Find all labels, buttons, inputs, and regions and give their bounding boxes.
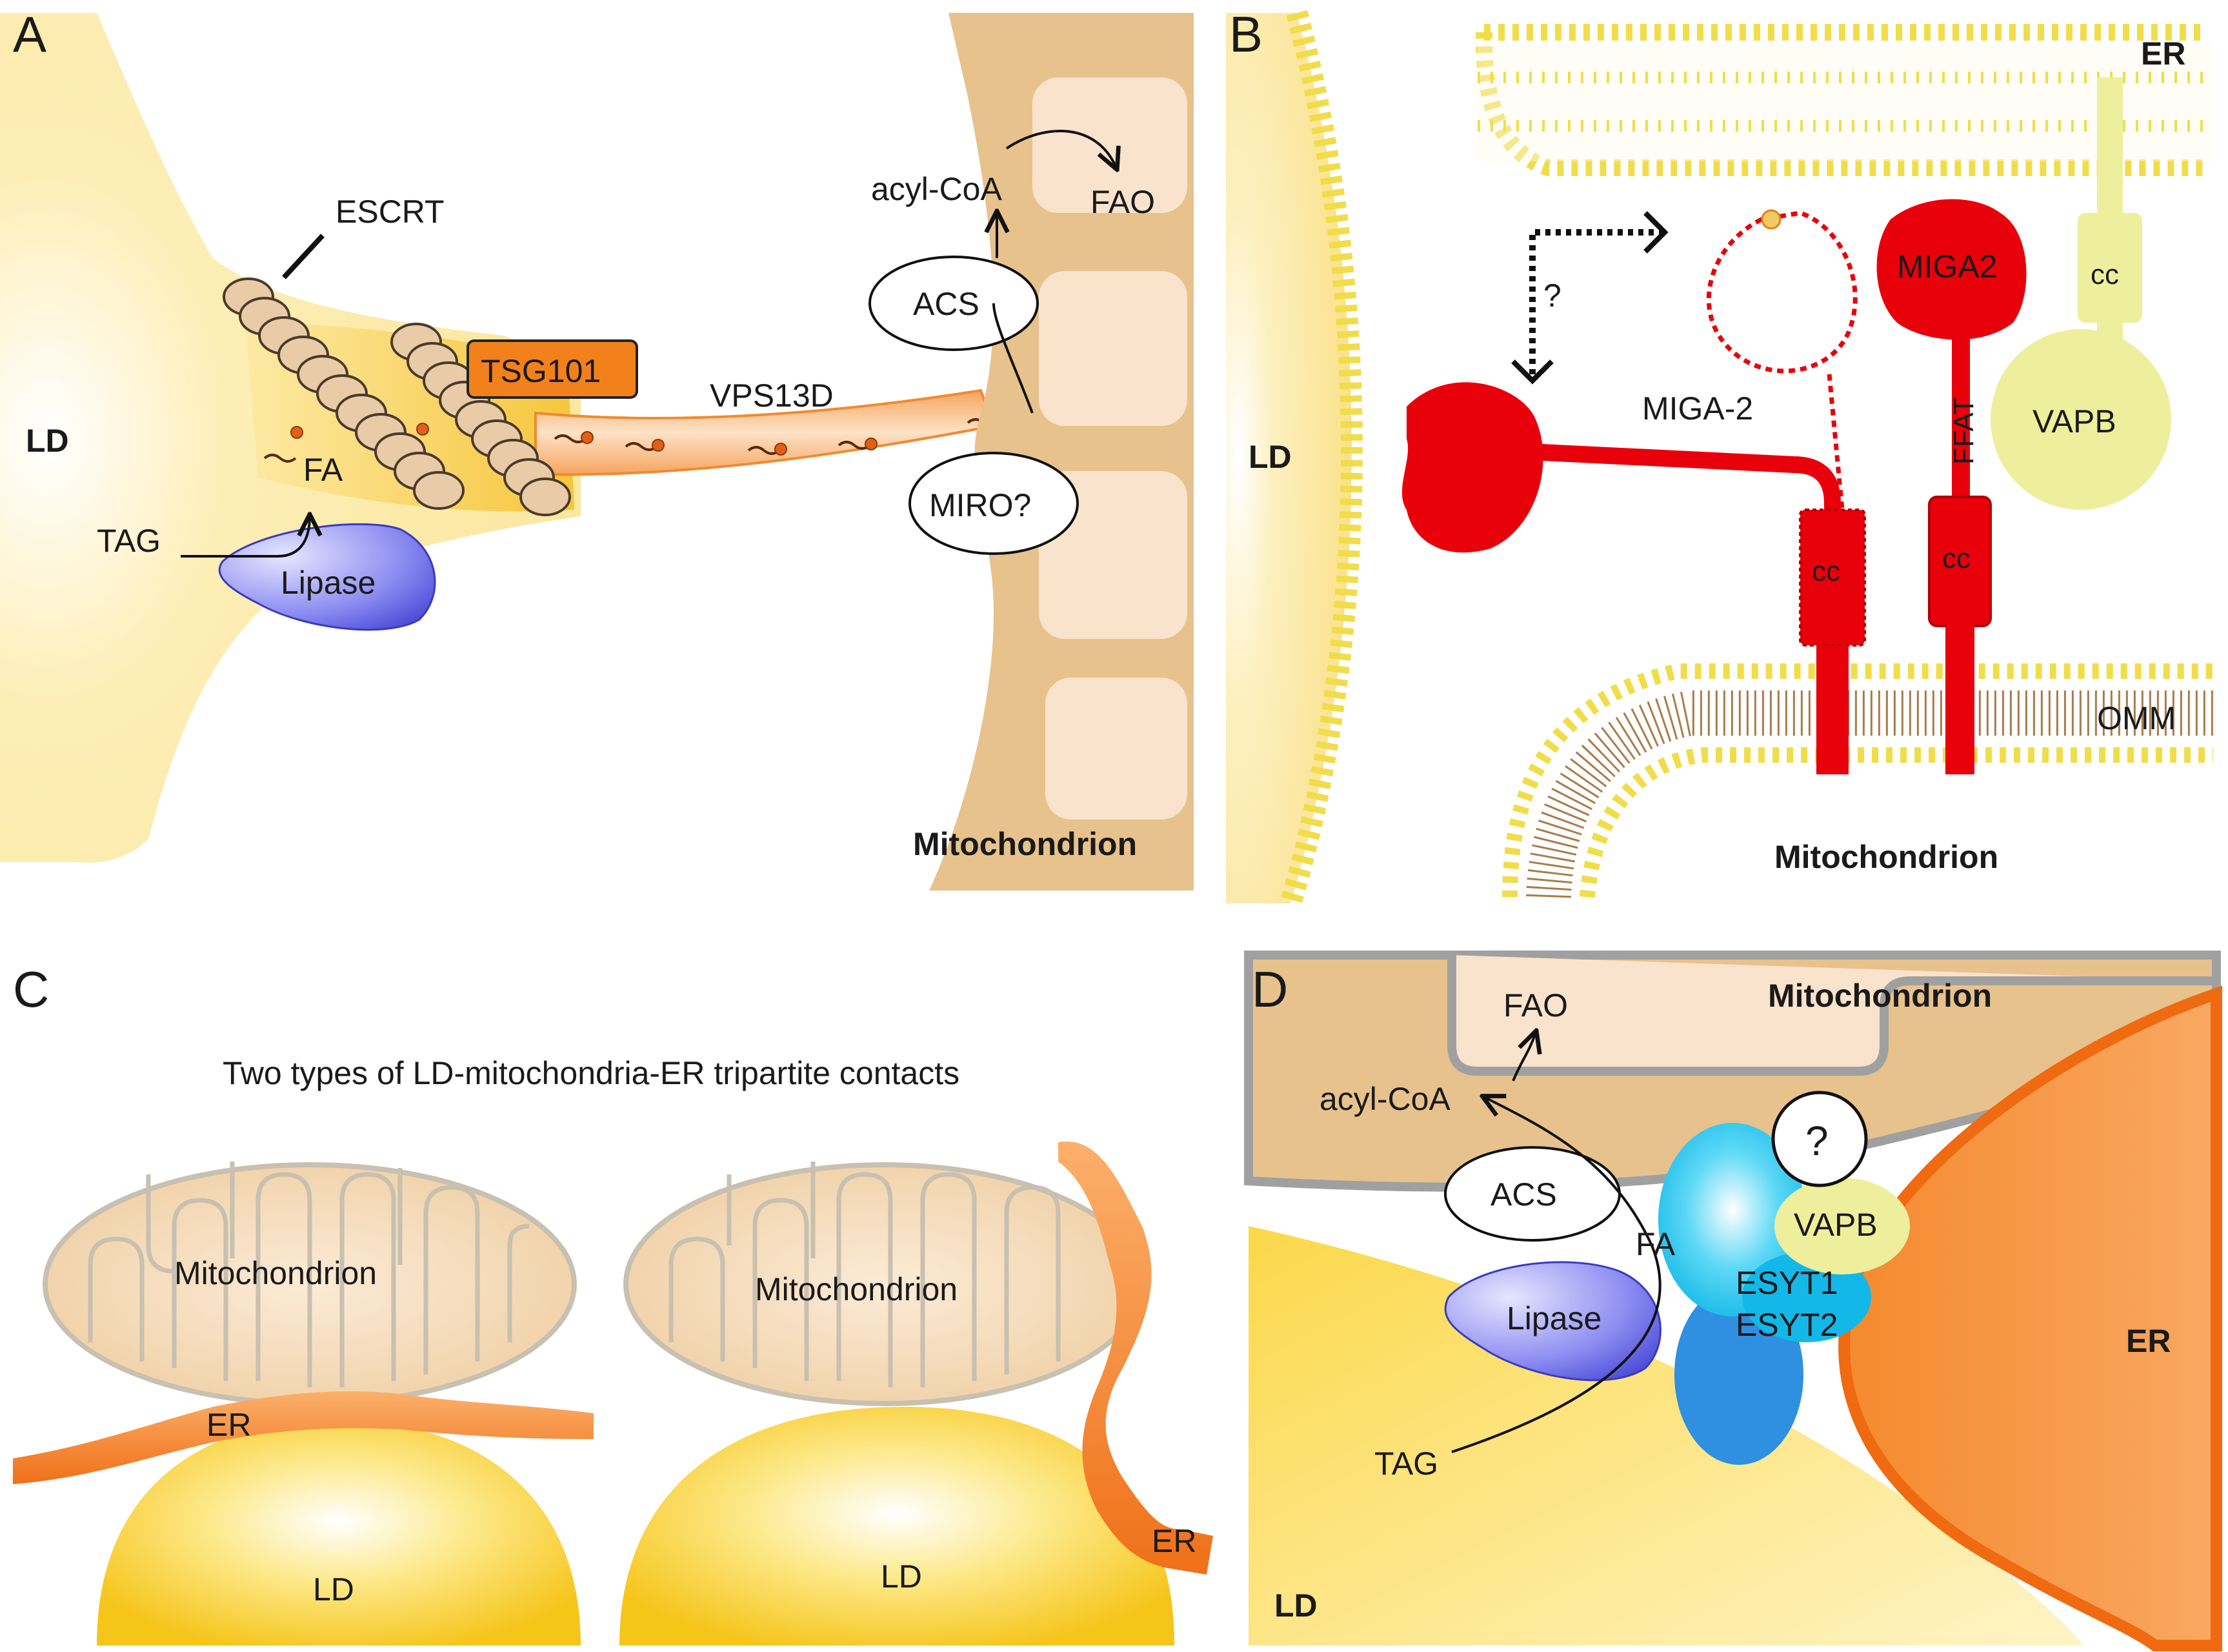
tsg101-label: TSG101	[481, 353, 601, 389]
miga2-label: MIGA2	[1897, 248, 1998, 285]
fao-label-a: FAO	[1090, 184, 1155, 220]
vapb-label-b: VAPB	[2032, 403, 2116, 439]
er-membrane-b	[1476, 24, 2207, 176]
ffat-label: FFAT	[1948, 398, 1980, 465]
question-circle-d	[1771, 1091, 1868, 1187]
panel-c: C Two types of LD-mitochondria-ER tripar…	[13, 961, 1213, 1646]
ld-label-b: LD	[1249, 439, 1292, 475]
ld-monolayer-b	[1280, 10, 1363, 907]
dotted-arrow	[1529, 229, 1665, 374]
vapb-domain-d	[1774, 1178, 1910, 1274]
mitochondrion-label-a: Mitochondrion	[913, 826, 1137, 862]
lipase-d	[1444, 1261, 1661, 1382]
miga2-dashed-label: MIGA-2	[1642, 390, 1753, 427]
cristae-c-right	[668, 1162, 1061, 1387]
fao-label-d: FAO	[1503, 987, 1568, 1023]
miro-ellipse	[908, 452, 1079, 555]
panel-c-title: Two types of LD-mitochondria-ER triparti…	[223, 1055, 959, 1091]
acs-label-a: ACS	[913, 286, 979, 322]
mito-label-c-left: Mitochondrion	[174, 1255, 377, 1291]
esyt2-label: ESYT2	[1736, 1307, 1838, 1343]
lipid-droplet-c-left	[97, 1420, 581, 1646]
mito-inner-d	[1447, 955, 2216, 1076]
miga2-er-domain	[1876, 199, 2027, 340]
cc-label-right: cc	[1942, 543, 1971, 574]
er-c-right	[1058, 1141, 1213, 1575]
miga2-dashed-loop	[1706, 210, 1858, 374]
mitochondrion-label-b: Mitochondrion	[1774, 839, 1998, 875]
ld-label-a: LD	[26, 423, 69, 459]
mito-cristae-a	[1032, 77, 1187, 820]
ld-label-c-right: LD	[881, 1558, 922, 1595]
tag-label-d: TAG	[1374, 1446, 1438, 1482]
miro-label: MIRO?	[929, 487, 1031, 523]
panel-b: B LD ER ? MIGA-2 MIGA2 cc VAPB FFAT cc c…	[1226, 6, 2213, 907]
panel-letter-d: D	[1252, 961, 1288, 1018]
fa-label-d: FA	[1636, 1226, 1676, 1262]
er-label-c-right: ER	[1152, 1523, 1196, 1559]
panel-letter-c: C	[13, 961, 49, 1018]
question-label-b: ?	[1543, 277, 1561, 314]
omm-label: OMM	[2097, 700, 2176, 736]
er-label-b: ER	[2141, 35, 2185, 72]
er-c-left	[13, 1391, 594, 1484]
miga2-ld-domain	[1401, 382, 1543, 553]
vapb-cc-box	[2078, 213, 2142, 323]
question-label-d: ?	[1805, 1118, 1829, 1164]
esyt1-label: ESYT1	[1736, 1265, 1838, 1301]
panel-d: D FAO Mitochondrion acyl-CoA ACS ? VAPB …	[1244, 951, 2222, 1651]
er-label-d: ER	[2126, 1323, 2171, 1359]
acyl-coa-label-a: acyl-CoA	[871, 171, 1002, 207]
ld-label-c-left: LD	[313, 1571, 354, 1607]
lipase-a	[218, 523, 436, 631]
er-label-c-left: ER	[206, 1407, 251, 1443]
vapb-domain-b	[1991, 329, 2171, 510]
omm-membrane	[1502, 663, 2213, 898]
acs-label-d: ACS	[1490, 1176, 1557, 1213]
mitochondrion-label-d: Mitochondrion	[1768, 978, 1992, 1014]
escrt-rings-left	[223, 277, 465, 510]
lipase-label-a: Lipase	[281, 565, 376, 601]
panel-letter-a: A	[13, 6, 46, 63]
cristae-c-left	[88, 1162, 530, 1387]
lipid-droplet-b	[1226, 13, 1352, 903]
panel-letter-b: B	[1229, 6, 1263, 63]
escrt-label: ESCRT	[336, 194, 445, 230]
lipid-droplet-c-right	[619, 1407, 1174, 1646]
cc-label-left: cc	[1812, 556, 1840, 587]
lipase-label-d: Lipase	[1507, 1300, 1601, 1336]
er-d	[1838, 985, 2222, 1651]
escrt-rings-right	[390, 323, 571, 516]
fa-label-a: FA	[303, 452, 343, 488]
vapb-cc-label: cc	[2091, 259, 2119, 290]
vps13d-label: VPS13D	[710, 378, 834, 414]
acs-ellipse-a	[868, 256, 1039, 351]
panel-a: A LD ESCRT TSG101 VPS13D FA TAG Lipase a…	[0, 6, 1194, 891]
tag-label-a: TAG	[97, 523, 161, 559]
acyl-coa-label-d: acyl-CoA	[1320, 1081, 1450, 1117]
vapb-label-d: VAPB	[1794, 1207, 1878, 1243]
tsg101-box	[467, 339, 638, 399]
ld-label-d: LD	[1274, 1587, 1318, 1624]
mito-label-c-right: Mitochondrion	[755, 1271, 958, 1307]
tag-to-acyl-coa-arrow	[1451, 1097, 1661, 1453]
